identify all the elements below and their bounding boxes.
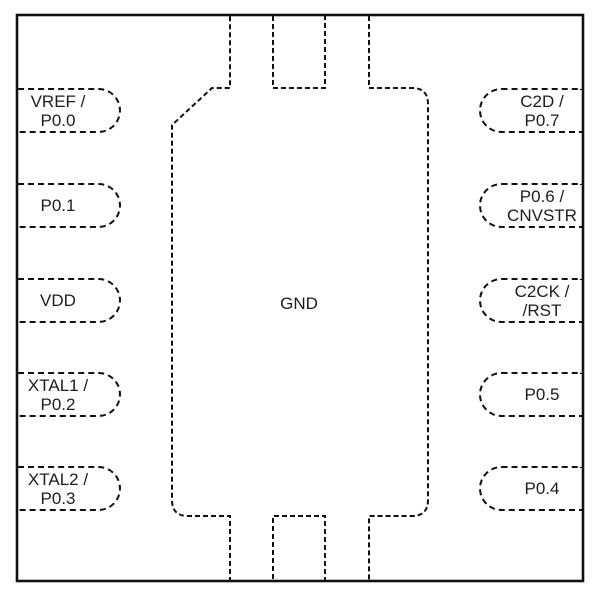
pin-label-line: /RST bbox=[522, 300, 562, 320]
pin-p0-5: P0.5 bbox=[479, 372, 582, 417]
ground-pad-label: GND bbox=[280, 294, 318, 313]
pin-p0-6-cnvstr: P0.6 / CNVSTR bbox=[479, 183, 582, 228]
pin-label-line: P0.5 bbox=[524, 385, 560, 404]
pin-xtal2-p0-3: XTAL2 / P0.3 bbox=[18, 466, 121, 511]
pin-vdd: VDD bbox=[18, 278, 121, 323]
package-border bbox=[15, 13, 585, 583]
pin-label-line: CNVSTR bbox=[507, 205, 577, 225]
pin-xtal1-p0-2: XTAL1 / P0.2 bbox=[18, 372, 121, 417]
pin-label-line: P0.6 / bbox=[519, 186, 565, 206]
pin-label-line: P0.7 bbox=[524, 110, 560, 130]
ground-pad-outline bbox=[171, 16, 429, 582]
pin-label-line: P0.1 bbox=[40, 196, 76, 215]
pin-p0-1: P0.1 bbox=[18, 183, 121, 228]
pin-p0-4: P0.4 bbox=[479, 466, 582, 511]
pin-label-line: VDD bbox=[40, 291, 76, 310]
pin-label-line: P0.0 bbox=[40, 110, 76, 130]
pin-label-line: XTAL1 / bbox=[27, 375, 89, 395]
pin-c2ck-rst: C2CK / /RST bbox=[479, 278, 582, 323]
pin-label-line: XTAL2 / bbox=[27, 469, 89, 489]
pin-label-line: P0.3 bbox=[40, 488, 76, 508]
pin-label-line: C2CK / bbox=[514, 281, 570, 301]
pin-label-line: P0.2 bbox=[40, 394, 76, 414]
pin-c2d-p0-7: C2D / P0.7 bbox=[479, 88, 582, 133]
pin-label-line: C2D / bbox=[520, 91, 564, 111]
pin-label-line: VREF / bbox=[30, 91, 86, 111]
pin-vref-p0-0: VREF / P0.0 bbox=[18, 88, 121, 133]
pin-label-line: P0.4 bbox=[524, 479, 560, 498]
